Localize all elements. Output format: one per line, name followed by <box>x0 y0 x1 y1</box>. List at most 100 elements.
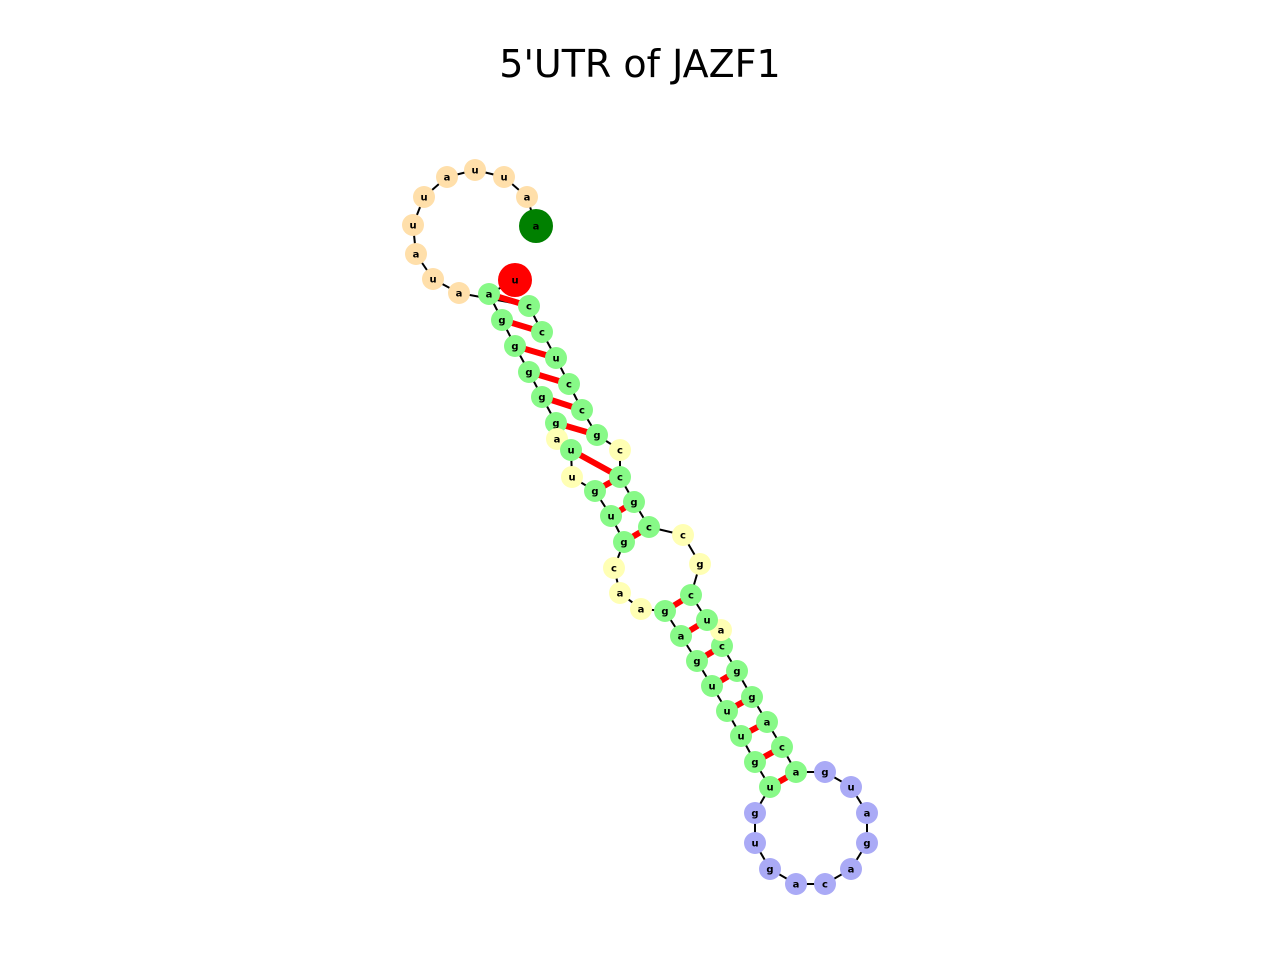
nucleotide-label: c <box>688 591 694 602</box>
nucleotide-circle <box>436 166 458 188</box>
nucleotide-label: g <box>591 487 598 498</box>
nucleotide-11: g <box>584 480 606 502</box>
nucleotide-56: a <box>448 282 470 304</box>
nucleotide-circle <box>726 660 748 682</box>
nucleotide-label: g <box>552 419 559 430</box>
nucleotide-circle <box>584 480 606 502</box>
nucleotide-circle <box>744 832 766 854</box>
nucleotide-label: a <box>793 880 800 891</box>
nucleotide-31: g <box>856 832 878 854</box>
nucleotide-label: g <box>593 431 600 442</box>
nucleotide-23: g <box>744 751 766 773</box>
nucleotide-label: a <box>444 173 451 184</box>
nucleotide-10: u <box>561 466 583 488</box>
nucleotide-39: g <box>726 660 748 682</box>
nucleotide-5: g <box>518 361 540 383</box>
nucleotide-label: u <box>567 446 574 457</box>
nucleotide-circle <box>785 873 807 895</box>
nucleotide-label: u <box>708 682 715 693</box>
nucleotide-19: g <box>686 650 708 672</box>
nucleotide-label: c <box>566 380 572 391</box>
nucleotide-label: g <box>498 316 505 327</box>
nucleotide-label: u <box>409 221 416 232</box>
nucleotide-circle <box>623 491 645 513</box>
nucleotide-30: a <box>840 858 862 880</box>
nucleotide-label: a <box>617 589 624 600</box>
nucleotide-label: g <box>751 758 758 769</box>
nucleotide-circle <box>856 802 878 824</box>
nucleotide-circle <box>504 335 526 357</box>
nucleotide-circle <box>856 832 878 854</box>
nucleotide-58: a <box>405 243 427 265</box>
nucleotide-circle <box>741 686 763 708</box>
nucleotide-circle <box>670 625 692 647</box>
nucleotide-14: c <box>603 557 625 579</box>
nucleotide-label: u <box>511 276 518 287</box>
nucleotide-20: u <box>701 675 723 697</box>
nucleotide-circle <box>498 263 532 297</box>
nucleotide-label: a <box>554 435 561 446</box>
nucleotide-label: c <box>719 642 725 653</box>
nucleotide-label: u <box>751 839 758 850</box>
nucleotide-62: u <box>464 159 486 181</box>
nucleotide-circle <box>686 650 708 672</box>
nucleotide-37: a <box>756 711 778 733</box>
nucleotide-circle <box>560 439 582 461</box>
nucleotide-circle <box>680 584 702 606</box>
nucleotide-circle <box>840 776 862 798</box>
nucleotide-label: a <box>486 290 493 301</box>
nucleotide-circle <box>759 776 781 798</box>
nucleotide-circle <box>571 399 593 421</box>
nucleotide-61: a <box>436 166 458 188</box>
nucleotide-label: u <box>847 783 854 794</box>
nucleotide-label: a <box>793 768 800 779</box>
nucleotide-circle <box>730 725 752 747</box>
nucleotide-circle <box>478 283 500 305</box>
nucleotide-label: c <box>680 531 686 542</box>
nucleotide-45: c <box>672 524 694 546</box>
nucleotide-circle <box>516 186 538 208</box>
nucleotide-9: u <box>560 439 582 461</box>
nucleotide-42: u <box>696 609 718 631</box>
nucleotide-circle <box>586 424 608 446</box>
nucleotide-15: a <box>609 582 631 604</box>
nucleotide-label: a <box>864 809 871 820</box>
nucleotide-circle <box>759 858 781 880</box>
nucleotide-label: g <box>766 865 773 876</box>
nucleotide-26: u <box>744 832 766 854</box>
nucleotide-33: u <box>840 776 862 798</box>
nucleotide-47: g <box>623 491 645 513</box>
nucleotide-circle <box>638 516 660 538</box>
nucleotide-label: u <box>429 275 436 286</box>
nucleotide-circle <box>672 524 694 546</box>
nucleotide-label: u <box>420 193 427 204</box>
nucleotide-circle <box>545 412 567 434</box>
nucleotide-label: a <box>848 865 855 876</box>
nucleotide-label: c <box>539 328 545 339</box>
nucleotide-17: g <box>654 600 676 622</box>
nucleotide-label: u <box>500 173 507 184</box>
nucleotide-28: a <box>785 873 807 895</box>
nucleotide-label: g <box>693 657 700 668</box>
nucleotide-circle <box>814 873 836 895</box>
nucleotide-circle <box>711 635 733 657</box>
nucleotide-label: g <box>620 538 627 549</box>
nucleotide-label: g <box>733 667 740 678</box>
nucleotide-circle <box>785 761 807 783</box>
nucleotide-label: c <box>822 880 828 891</box>
nucleotide-36: c <box>771 736 793 758</box>
nucleotide-circle <box>771 736 793 758</box>
nucleotide-40: c <box>711 635 733 657</box>
nucleotide-32: a <box>856 802 878 824</box>
nucleotide-12: u <box>600 505 622 527</box>
nucleotide-circle <box>561 466 583 488</box>
nucleotide-circle <box>613 531 635 553</box>
nucleotide-label: a <box>718 626 725 637</box>
nucleotide-label: a <box>533 222 540 233</box>
nucleotide-label: u <box>568 473 575 484</box>
nucleotide-52: c <box>558 373 580 395</box>
nucleotide-circle <box>600 505 622 527</box>
nucleotide-54: c <box>531 321 553 343</box>
nucleotide-25: g <box>744 802 766 824</box>
